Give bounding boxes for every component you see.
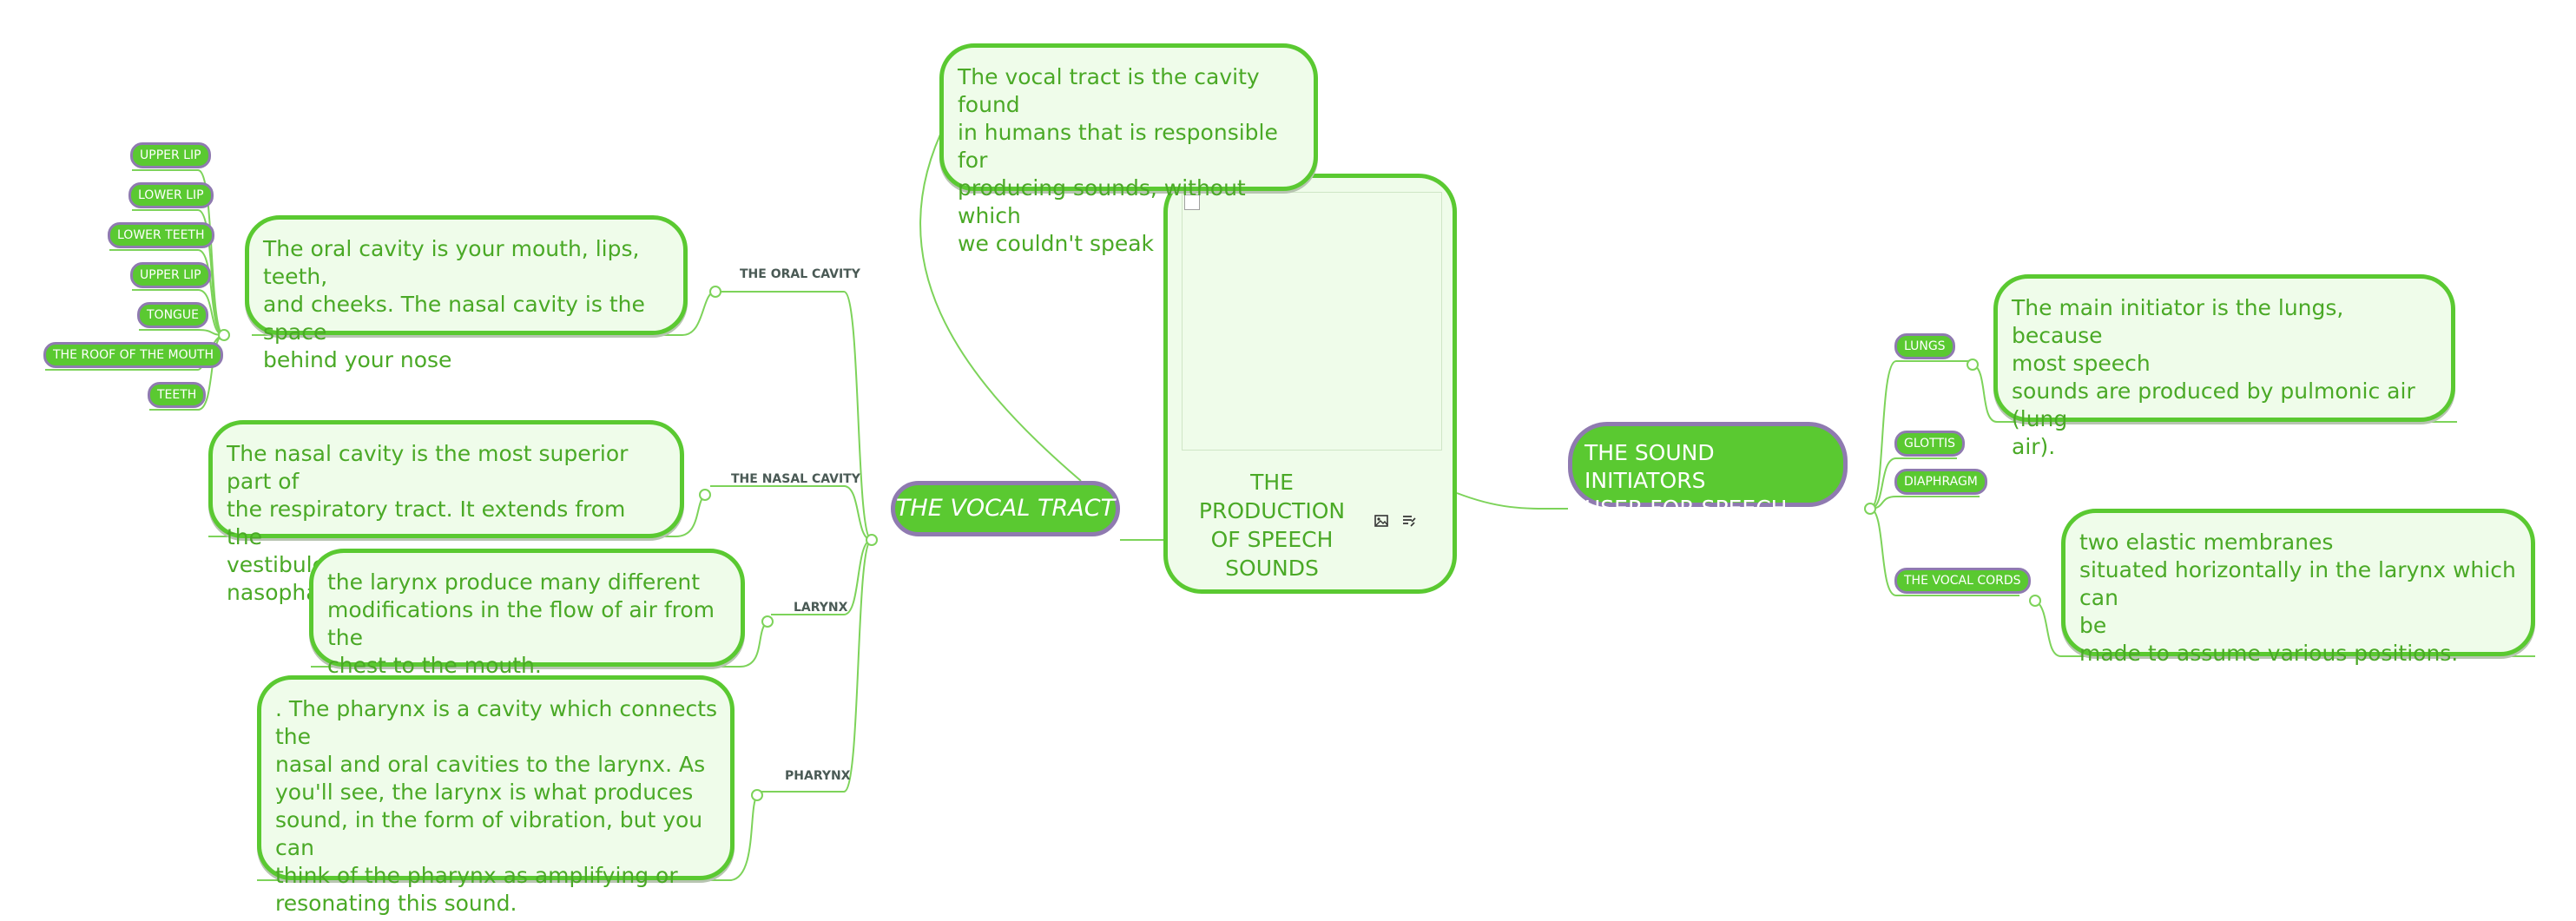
branch-label-larynx[interactable]: LARYNX — [794, 601, 848, 615]
branch-label-nasal-cavity[interactable]: THE NASAL CAVITY — [731, 472, 860, 486]
link-oral-cavity — [721, 291, 873, 541]
oral-item-lower-teeth[interactable]: LOWER TEETH — [108, 222, 214, 248]
initiator-lungs[interactable]: LUNGS — [1894, 333, 1955, 359]
oral-item-upper-lip-2[interactable]: UPPER LIP — [130, 262, 211, 288]
branch-label-oral-cavity[interactable]: THE ORAL CAVITY — [740, 267, 860, 281]
notes-icon[interactable] — [1402, 515, 1416, 527]
sound-initiators-node[interactable]: THE SOUND INITIATORS USER FOR SPEECH — [1568, 422, 1848, 521]
vocal-tract-node[interactable]: THE VOCAL TRACT — [891, 481, 1120, 536]
oral-cavity-note[interactable]: The oral cavity is your mouth, lips, tee… — [245, 215, 688, 372]
link-handle — [1967, 359, 1979, 371]
link-diaphragm — [1869, 496, 1980, 510]
branch-label-pharynx[interactable]: PHARYNX — [785, 769, 851, 783]
link-handle — [218, 329, 230, 341]
link-handle — [761, 615, 774, 628]
broken-image-icon — [1184, 194, 1200, 210]
oral-item-roof-of-mouth[interactable]: THE ROOF OF THE MOUTH — [43, 342, 223, 368]
link-handle — [2029, 595, 2041, 607]
initiator-vocal-cords[interactable]: THE VOCAL CORDS — [1894, 568, 2031, 594]
initiator-glottis[interactable]: GLOTTIS — [1894, 431, 1966, 457]
pharynx-note[interactable]: . The pharynx is a cavity which connects… — [257, 675, 735, 916]
link-handle — [699, 489, 711, 501]
lungs-note[interactable]: The main initiator is the lungs, because… — [1993, 274, 2455, 459]
link-handle — [751, 789, 763, 801]
link-item-4 — [139, 329, 225, 336]
central-topic-title: THE PRODUCTION OF SPEECH SOUNDS — [1198, 470, 1346, 581]
link-handle — [709, 286, 721, 298]
larynx-note[interactable]: the larynx produce many different modifi… — [309, 549, 745, 678]
link-pharynx — [761, 539, 873, 793]
link-handle — [1864, 503, 1876, 515]
link-handle — [866, 534, 878, 546]
oral-item-tongue[interactable]: TONGUE — [137, 302, 208, 328]
link-central-sound-initiators — [1456, 492, 1569, 510]
central-topic[interactable]: THE PRODUCTION OF SPEECH SOUNDS — [1163, 174, 1457, 594]
oral-item-teeth[interactable]: TEETH — [148, 382, 207, 408]
nasal-cavity-note[interactable]: The nasal cavity is the most superior pa… — [208, 420, 684, 605]
central-image-placeholder — [1182, 192, 1442, 451]
image-icon[interactable] — [1374, 515, 1388, 527]
oral-item-lower-lip[interactable]: LOWER LIP — [128, 182, 214, 208]
oral-item-upper-lip[interactable]: UPPER LIP — [130, 142, 211, 168]
initiator-diaphragm[interactable]: DIAPHRAGM — [1894, 469, 1987, 495]
vocal-tract-note[interactable]: The vocal tract is the cavity found in h… — [939, 43, 1318, 256]
vocal-cords-note[interactable]: two elastic membranes situated horizonta… — [2061, 509, 2535, 666]
link-nasal-cavity — [710, 485, 873, 541]
